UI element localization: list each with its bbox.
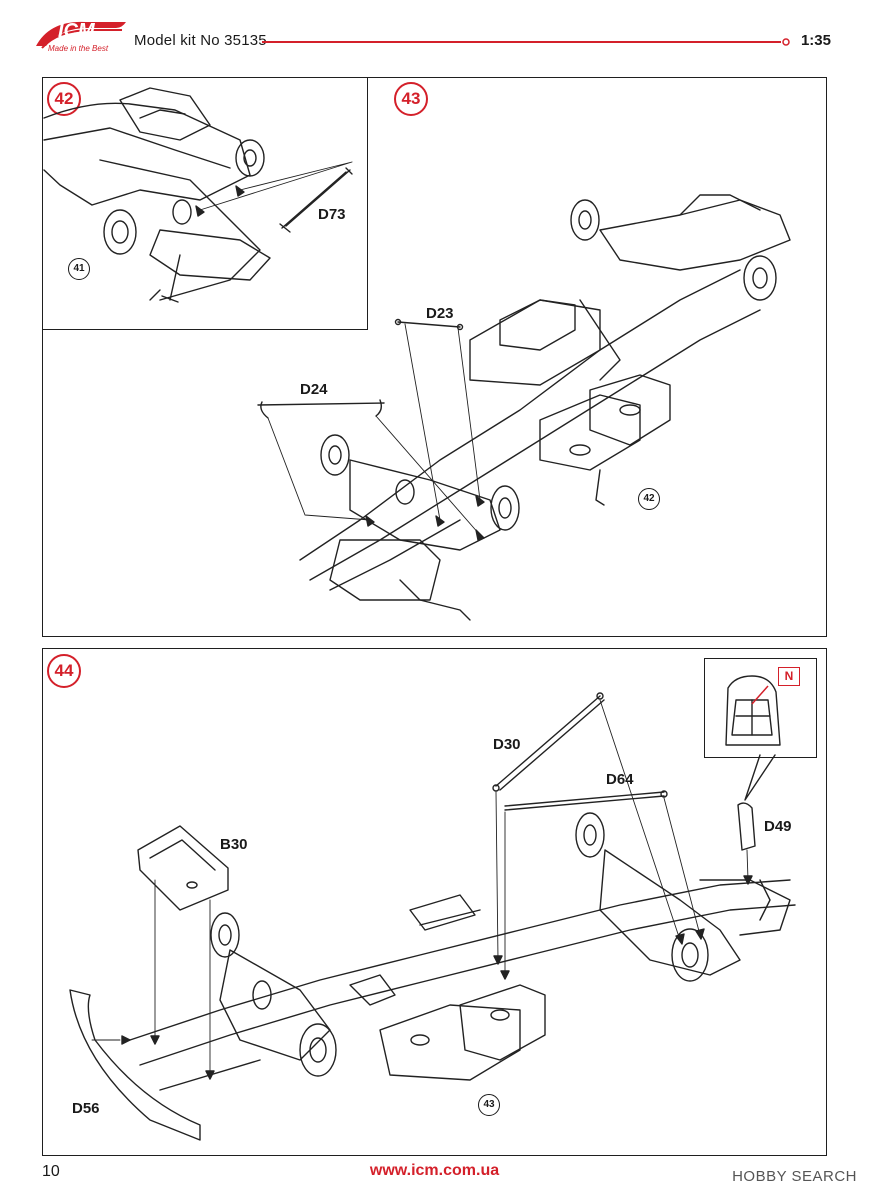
part-label-d64: D64 [606, 771, 634, 788]
kit-number: Model kit No 35135 [134, 32, 267, 49]
part-label-d56: D56 [72, 1100, 100, 1117]
ref-step-43: 43 [478, 1094, 500, 1116]
part-label-d30: D30 [493, 736, 521, 753]
header-rule [262, 41, 781, 43]
step-43-panel [42, 77, 827, 637]
logo-tagline: Made in the Best [48, 44, 109, 53]
step-43-badge: 43 [394, 82, 428, 116]
part-label-d49: D49 [764, 818, 792, 835]
header-rule-arrow [782, 38, 790, 46]
part-label-d73: D73 [318, 206, 346, 223]
icm-logo [36, 21, 126, 49]
step-44-panel [42, 648, 827, 1156]
ref-step-42: 42 [638, 488, 660, 510]
ref-step-41: 41 [68, 258, 90, 280]
decal-mark-badge: N [778, 667, 800, 686]
page-number: 10 [42, 1163, 60, 1180]
part-label-d23: D23 [426, 305, 454, 322]
scale-label: 1:35 [800, 32, 831, 49]
logo-text: ICM [58, 20, 95, 42]
detail-callout-box [704, 658, 817, 758]
step-44-badge: 44 [47, 654, 81, 688]
part-label-d24: D24 [300, 381, 328, 398]
part-label-b30: B30 [220, 836, 248, 853]
website-url[interactable]: www.icm.com.ua [369, 1162, 500, 1179]
watermark-credit: HOBBY SEARCH [732, 1168, 857, 1185]
step-42-badge: 42 [47, 82, 81, 116]
